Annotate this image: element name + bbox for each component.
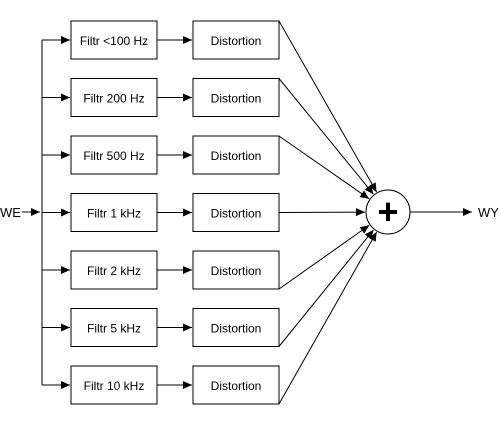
distortion-to-sum-wire [278, 231, 378, 405]
filter-box [70, 78, 158, 117]
distortion-box [192, 365, 280, 405]
distortion-label: Distortion [211, 149, 262, 163]
distortion-to-sum-wire [278, 20, 378, 193]
distortion-to-sum-wire [278, 229, 374, 347]
filter-box [70, 308, 158, 347]
filter-box [70, 193, 158, 232]
distortion-label: Distortion [211, 34, 262, 48]
filter-label: Filtr <100 Hz [80, 34, 148, 48]
distortion-to-sum-wire [278, 78, 374, 195]
filter-label: Filtr 500 Hz [83, 149, 144, 163]
distortion-box [192, 78, 280, 117]
input-label: WE [0, 205, 21, 220]
filter-label: Filtr 10 kHz [84, 379, 145, 393]
distortion-box [192, 308, 280, 347]
filter-label: Filtr 1 kHz [87, 207, 141, 221]
filter-label: Filtr 200 Hz [83, 92, 144, 106]
distortion-box [192, 250, 280, 290]
distortion-to-sum-wire [278, 224, 370, 290]
filter-label: Filtr 5 kHz [87, 322, 141, 336]
distortion-label: Distortion [211, 322, 262, 336]
filter-box [70, 250, 158, 290]
distortion-to-sum-wire [278, 135, 370, 200]
output-label: WY [478, 205, 499, 220]
distortion-label: Distortion [211, 379, 262, 393]
filter-label: Filtr 2 kHz [87, 264, 141, 278]
summing-junction: + [365, 189, 411, 235]
plus-symbol: + [377, 191, 398, 232]
distortion-box [192, 20, 280, 60]
distortion-box [192, 193, 280, 232]
distortion-label: Distortion [211, 264, 262, 278]
distortion-label: Distortion [211, 207, 262, 221]
distortion-label: Distortion [211, 92, 262, 106]
filter-box [70, 135, 158, 175]
filter-box [70, 20, 158, 60]
filter-box [70, 365, 158, 405]
distortion-box [192, 135, 280, 175]
